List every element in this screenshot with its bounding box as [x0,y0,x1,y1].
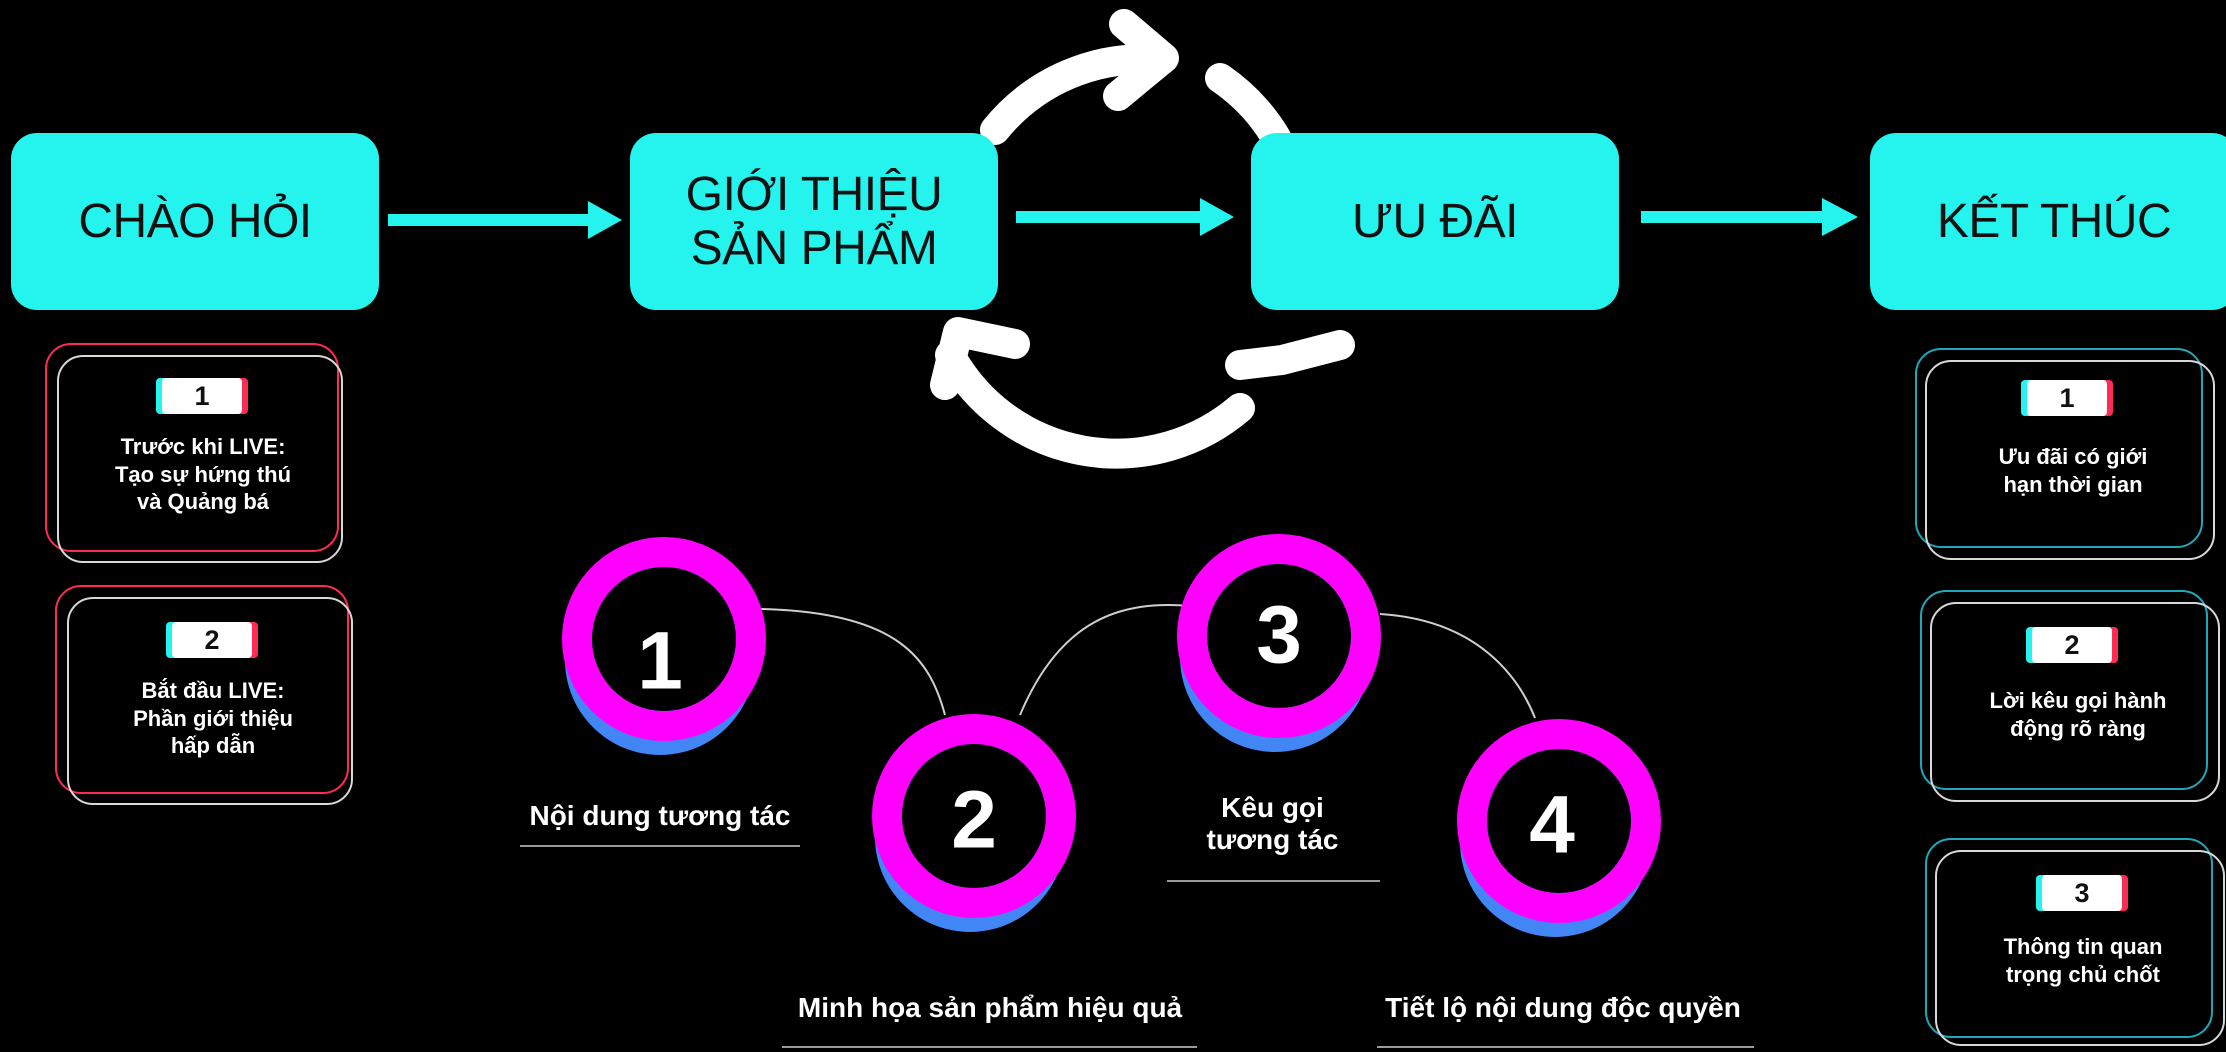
stage-greeting: CHÀO HỎI [11,133,379,310]
right-card-3: 3 Thông tin quan trọng chủ chốt [1925,838,2225,1052]
card-border-white [67,597,353,805]
step-underline-2 [782,1046,1197,1048]
card-border-red [45,343,339,552]
step-circle-4 [1457,719,1661,937]
stage-closing: KẾT THÚC [1870,133,2226,310]
step-connectors [759,604,1536,719]
flow-arrow-1 [388,201,622,239]
card-badge: 3 [2042,875,2122,911]
step-label-3: Kêu gọi tương tác [1206,792,1339,856]
step-label-4: Tiết lộ nội dung độc quyền [1385,992,1741,1023]
step-number-1: 1 [637,616,683,707]
step-label-2: Minh họa sản phẩm hiệu quả [797,992,1183,1023]
card-border-white [1930,602,2220,802]
card-badge: 2 [2032,627,2112,663]
left-card-1: 1 Trước khi LIVE: Tạo sự hứng thú và Quả… [45,343,343,565]
card-border-cyan [1920,590,2208,790]
step-circle-2 [872,714,1076,932]
card-border-white [57,355,343,563]
flow-arrow-3 [1641,198,1858,236]
stage-offer: ƯU ĐÃI [1251,133,1619,310]
left-card-2: 2 Bắt đầu LIVE: Phần giới thiệu hấp dẫn [55,585,353,807]
card-border-cyan [1925,838,2213,1038]
flow-arrow-2 [1016,198,1234,236]
card-border-red [55,585,349,794]
card-text: Thông tin quan trọng chủ chốt [2003,934,2163,987]
step-underline-3 [1167,880,1380,882]
step-label-1: Nội dung tương tác [529,800,791,831]
card-badge: 1 [2027,380,2107,416]
card-text: Lời kêu gọi hành động rõ ràng [1989,688,2167,741]
step-number-4: 4 [1529,780,1575,871]
step-underline-1 [520,845,800,847]
right-card-2: 2 Lời kêu gọi hành động rõ ràng [1920,590,2220,805]
card-text: Ưu đãi có giới hạn thời gian [1998,444,2148,497]
card-border-cyan [1915,348,2203,548]
step-number-2: 2 [951,775,997,866]
card-text: Trước khi LIVE: Tạo sự hứng thú và Quảng… [114,434,292,514]
card-border-white [1935,850,2225,1046]
card-badge: 1 [162,378,242,414]
stage-product-intro: GIỚI THIỆU SẢN PHẨM [630,133,998,310]
right-card-1: 1 Ưu đãi có giới hạn thời gian [1915,348,2215,563]
step-circle-1 [562,537,766,755]
step-number-3: 3 [1256,590,1302,681]
step-circle-3 [1177,534,1381,752]
card-border-white [1925,360,2215,560]
card-text: Bắt đầu LIVE: Phần giới thiệu hấp dẫn [133,678,293,758]
step-underline-4 [1377,1046,1754,1048]
card-badge: 2 [172,622,252,658]
